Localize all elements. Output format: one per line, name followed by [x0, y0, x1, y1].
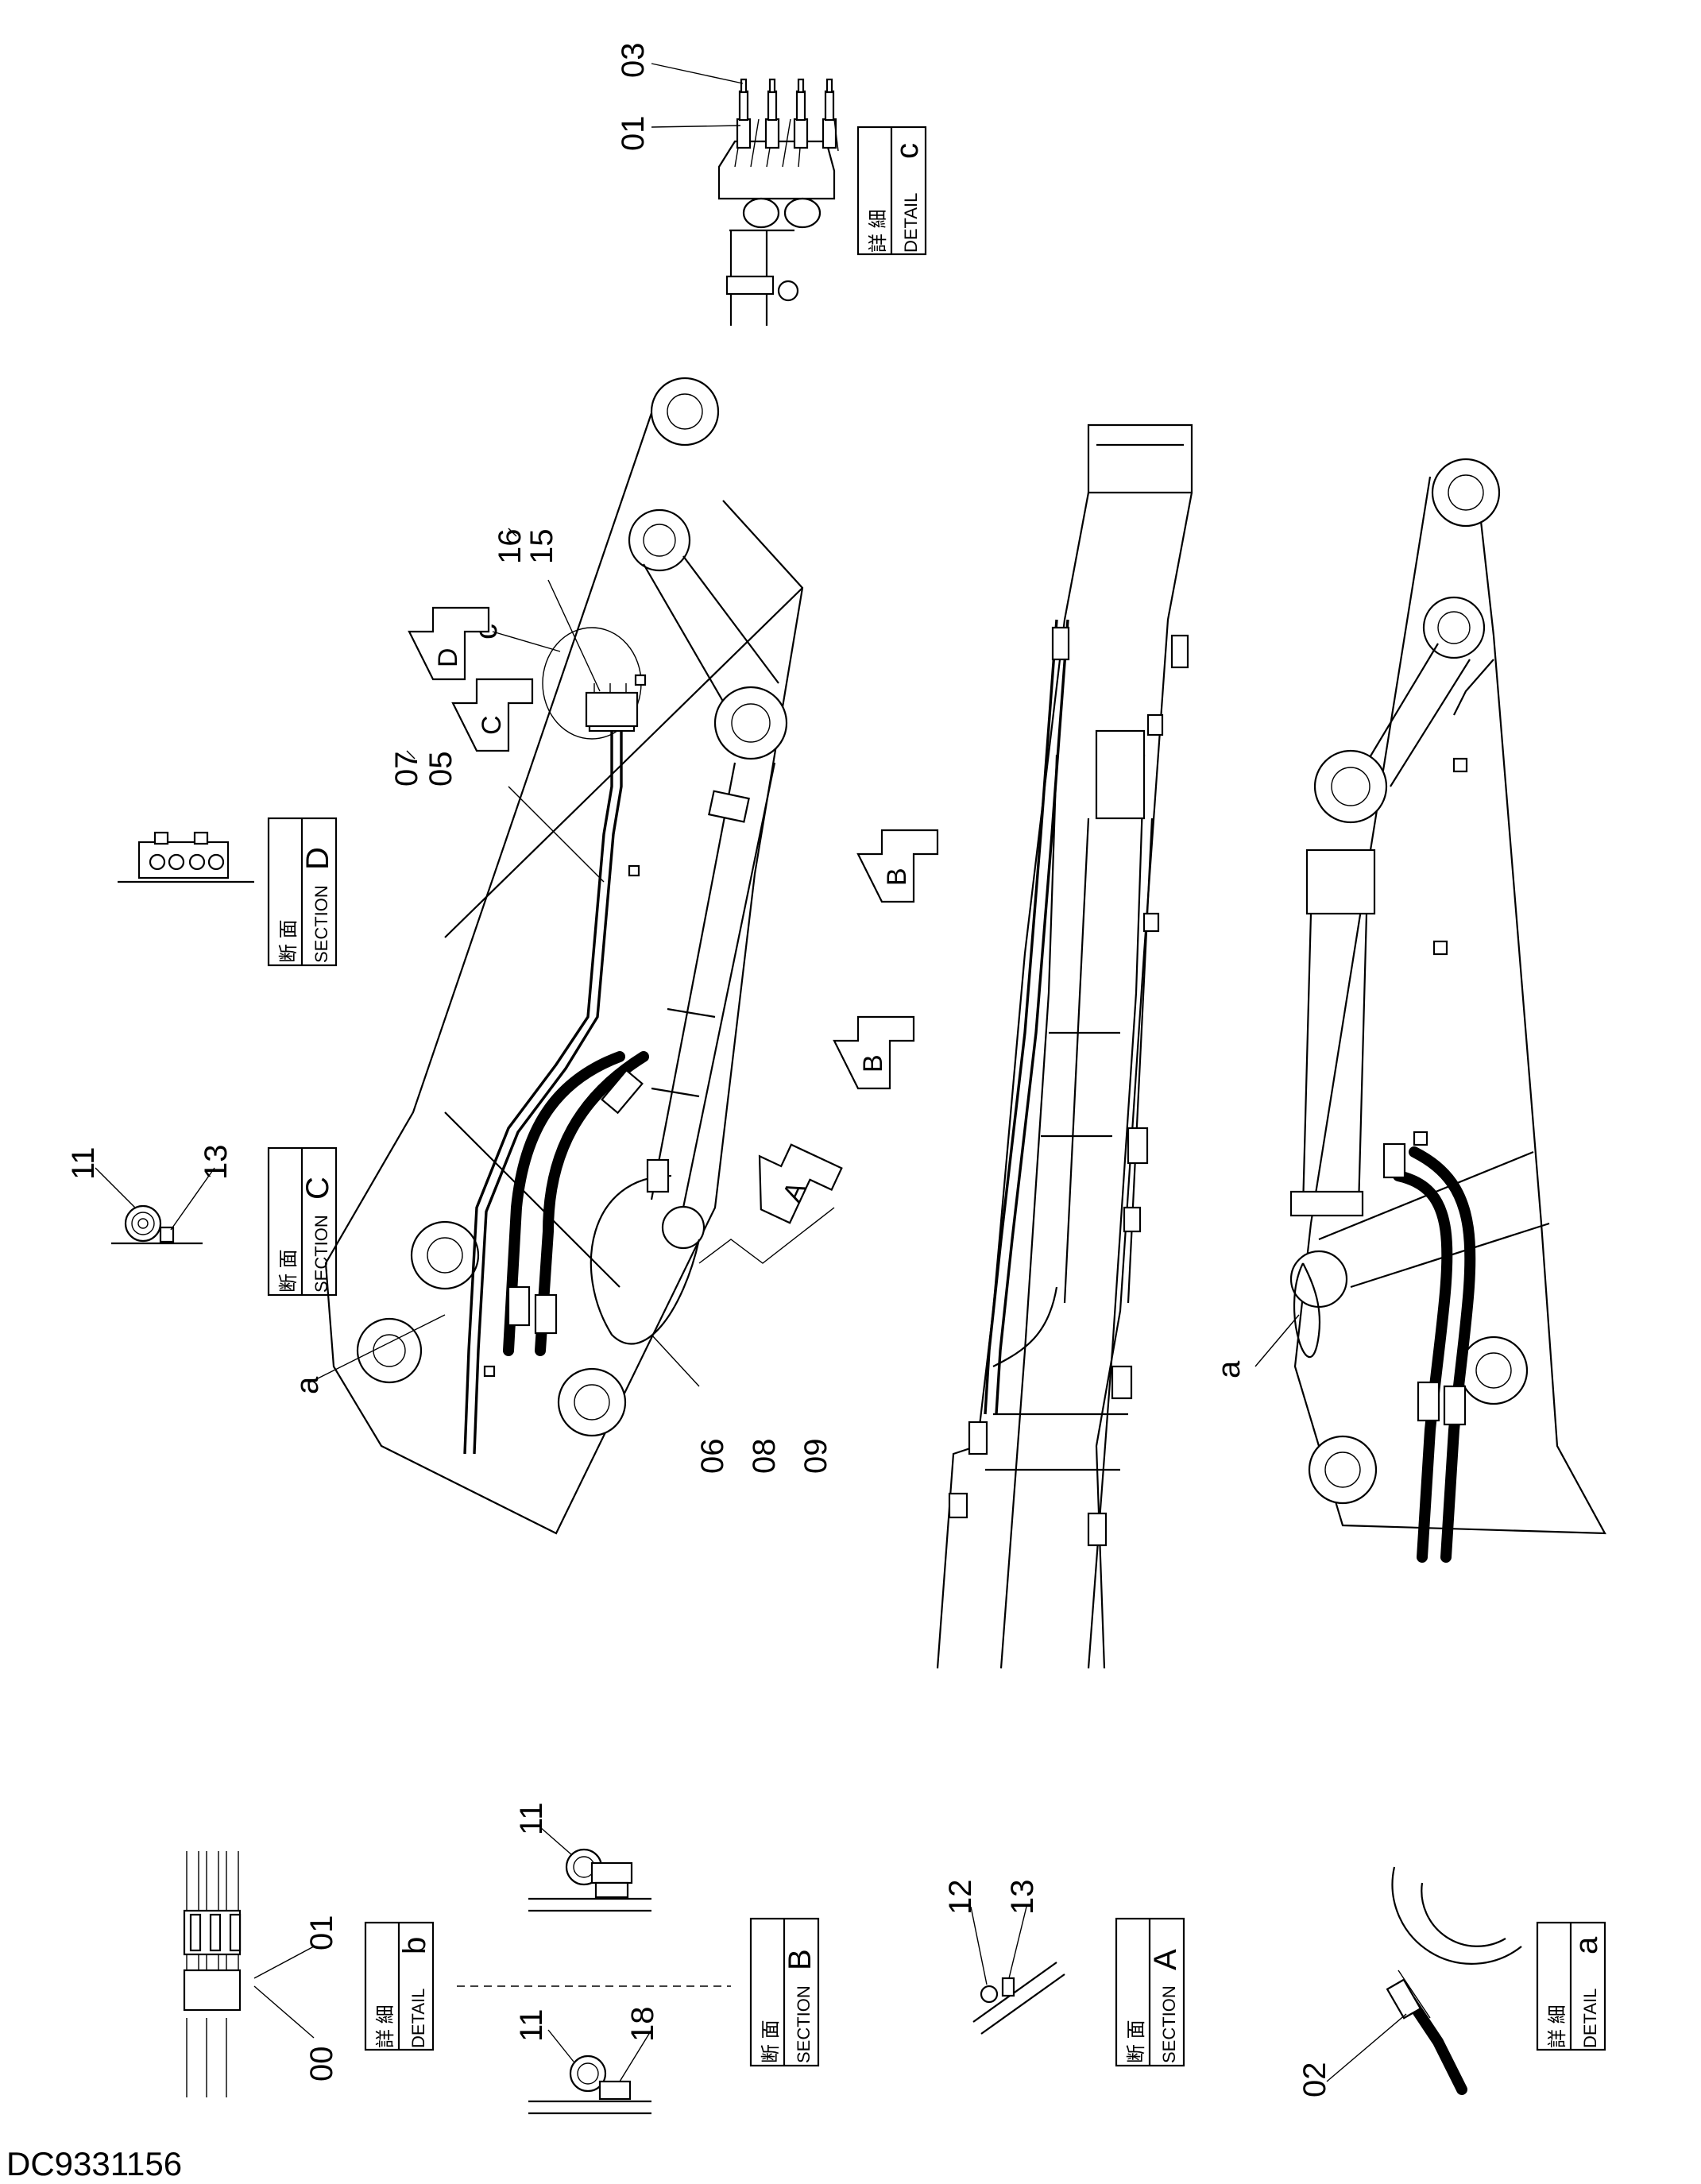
view-arrow-d: D: [408, 606, 490, 681]
callout-02: 02: [1297, 2062, 1332, 2098]
detail-a-en: DETAIL: [1580, 1989, 1600, 2048]
section-c-letter: C: [300, 1177, 335, 1200]
callout-16: 16: [493, 529, 528, 565]
callout-13-c: 13: [199, 1145, 234, 1181]
detail-b-drawing: [183, 1851, 315, 2097]
callout-07: 07: [389, 752, 424, 787]
callout-11-c: 11: [66, 1146, 101, 1180]
detail-b-jp: 詳 細: [375, 2004, 396, 2048]
section-d-box: 断 面 SECTION D: [267, 817, 338, 967]
section-d-letter: D: [300, 847, 335, 870]
detail-c-drawing: [651, 63, 839, 326]
view-arrow-b1-label: B: [882, 868, 912, 886]
section-d-drawing: [118, 831, 254, 883]
view-arrow-c-label: C: [477, 715, 507, 735]
detail-c-box: 詳 細 DETAIL c: [856, 126, 927, 256]
section-b-letter: B: [783, 1949, 818, 1970]
callout-03: 03: [616, 43, 651, 79]
boom-left-view: [309, 377, 835, 1535]
section-b-box: 断 面 SECTION B: [749, 1917, 820, 2067]
detail-b-letter: b: [397, 1937, 432, 1954]
detail-c-letter: c: [890, 143, 925, 159]
section-a-letter: A: [1148, 1949, 1183, 1970]
drawing-id: DC9331156: [6, 2145, 182, 2182]
section-a-en: SECTION: [1159, 1985, 1179, 2063]
callout-18: 18: [625, 2007, 660, 2043]
callout-00: 00: [304, 2047, 339, 2082]
boom-top-view: [936, 423, 1193, 1669]
detail-a-drawing: [1326, 1866, 1522, 2095]
detail-c-en: DETAIL: [901, 193, 921, 253]
detail-b-en: DETAIL: [408, 1989, 428, 2048]
section-c-box: 断 面 SECTION C: [267, 1146, 338, 1297]
section-c-en: SECTION: [311, 1215, 331, 1293]
view-arrow-a: A: [758, 1143, 843, 1224]
callout-09: 09: [798, 1439, 833, 1475]
detail-b-box: 詳 細 DETAIL b: [364, 1921, 435, 2051]
detail-c-jp: 詳 細: [868, 209, 889, 253]
view-arrow-d-label: D: [433, 647, 463, 667]
detail-a-box: 詳 細 DETAIL a: [1536, 1921, 1606, 2051]
callout-05: 05: [423, 752, 458, 787]
section-c-drawing: [95, 1167, 215, 1245]
callout-15: 15: [524, 529, 559, 565]
callout-08: 08: [747, 1439, 782, 1475]
view-arrow-b2: B: [833, 1015, 915, 1090]
section-b-drawing: [528, 1826, 652, 2115]
callout-01-top: 01: [616, 116, 651, 152]
section-a-jp: 断 面: [1126, 2020, 1147, 2063]
callout-01-b: 01: [304, 1915, 339, 1951]
boom-right-view: [1254, 458, 1606, 1563]
callout-11-b-bottom: 11: [514, 2008, 549, 2042]
view-arrow-b2-label: B: [858, 1054, 888, 1073]
section-b-en: SECTION: [794, 1985, 814, 2063]
ref-a-left: a: [290, 1376, 325, 1394]
callout-12: 12: [943, 1880, 978, 1915]
callout-11-b-top: 11: [514, 1802, 549, 1835]
ref-a-right: a: [1212, 1360, 1247, 1378]
callout-06: 06: [695, 1439, 730, 1475]
section-d-jp: 断 面: [278, 919, 300, 963]
section-a-drawing: [970, 1906, 1065, 2035]
section-b-jp: 断 面: [760, 2020, 782, 2063]
view-arrow-c: C: [451, 678, 534, 752]
detail-a-jp: 詳 細: [1547, 2004, 1568, 2048]
view-arrow-b1: B: [856, 829, 939, 903]
section-a-box: 断 面 SECTION A: [1115, 1917, 1185, 2067]
detail-a-letter: a: [1569, 1936, 1604, 1954]
callout-13-a: 13: [1005, 1880, 1040, 1915]
section-d-en: SECTION: [311, 885, 331, 963]
section-c-jp: 断 面: [278, 1249, 300, 1293]
